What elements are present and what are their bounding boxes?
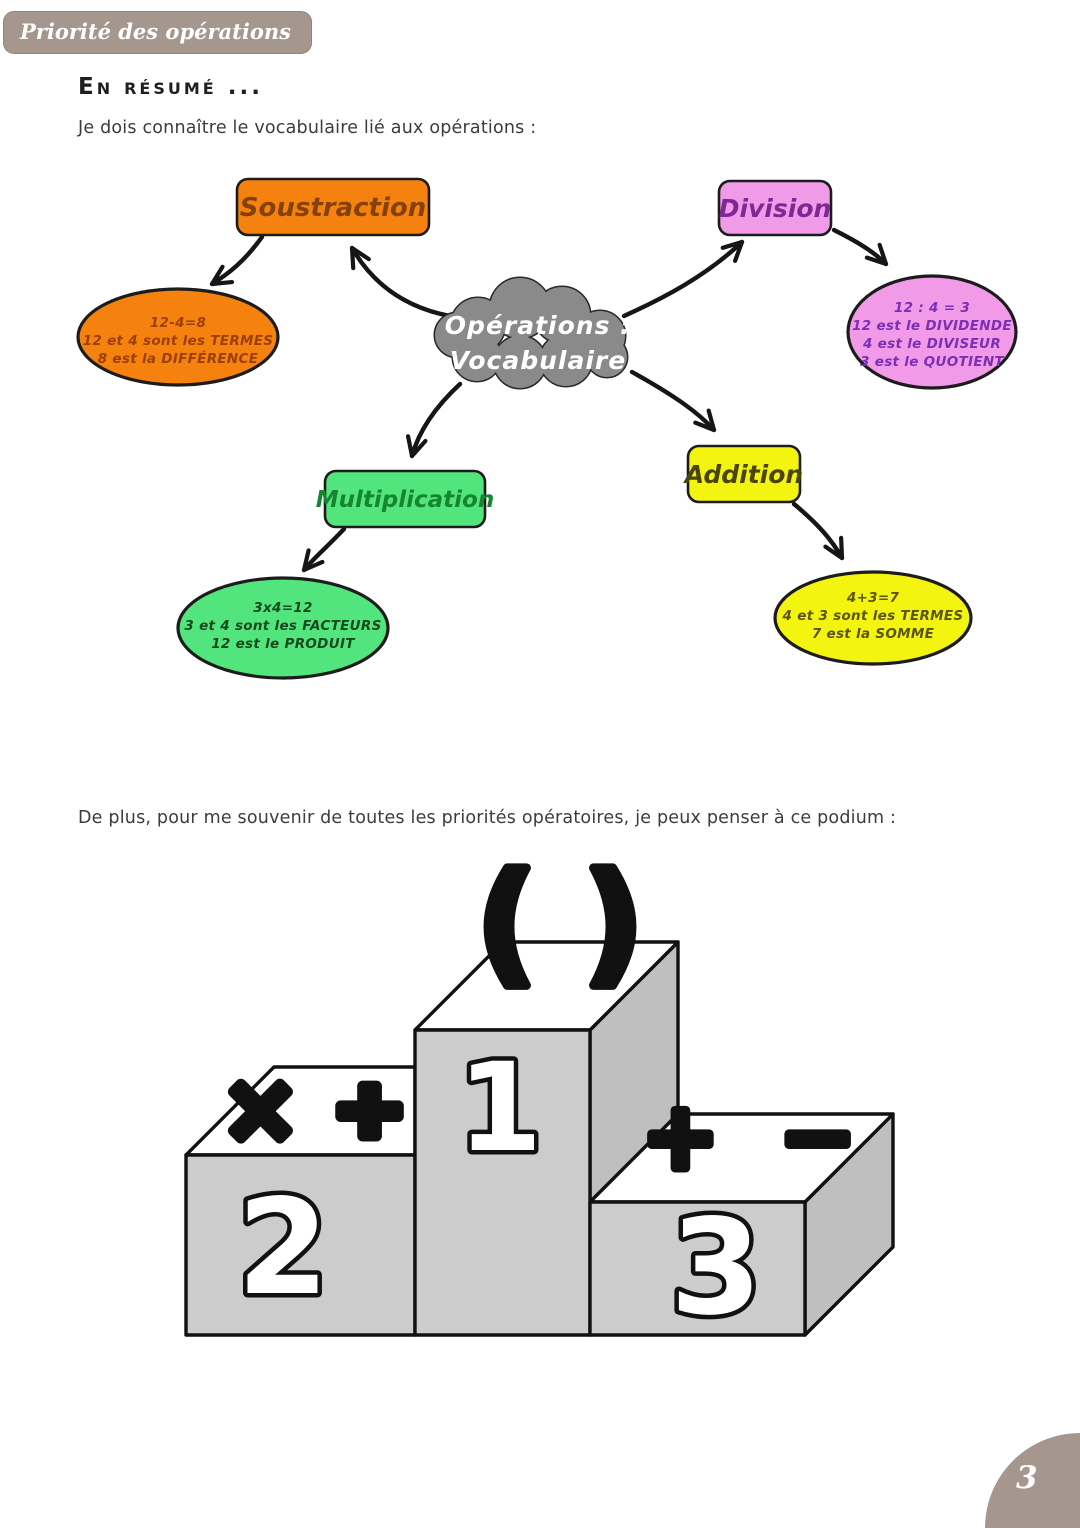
- detail-line: 4 et 3 sont les TERMES: [782, 608, 964, 624]
- detail-soustraction-ellipse: [76, 287, 280, 387]
- node-multiplication-box: [323, 469, 487, 529]
- node-soustraction-label: Soustraction: [240, 193, 427, 223]
- arrow-cloud-to-division: [621, 239, 745, 319]
- section-badge: Priorité des opérations: [3, 11, 312, 54]
- node-addition-box: [686, 444, 802, 504]
- arrow-cloud-to-multiplication: [405, 381, 463, 459]
- detail-line: 3 et 4 sont les FACTEURS: [184, 618, 381, 634]
- node-division-box: [717, 179, 833, 237]
- detail-line: 4+3=7: [846, 590, 900, 606]
- parentheses-symbol: ( ): [477, 846, 644, 1000]
- arrow-cloud-to-soustraction: [349, 245, 453, 319]
- node-multiplication-label: Multiplication: [316, 487, 494, 513]
- section-badge-label: Priorité des opérations: [20, 19, 291, 44]
- podium-drawing: [184, 940, 895, 1337]
- node-soustraction-box: [235, 177, 431, 237]
- intro-text: Je dois connaître le vocabulaire lié aux…: [78, 118, 537, 138]
- detail-line: 12 et 4 sont les TERMES: [83, 333, 274, 349]
- detail-line: 8 est la DIFFÉRENCE: [98, 350, 259, 367]
- cloud-title-line1: Opérations :: [445, 311, 631, 340]
- mindmap-ellipses: [76, 274, 1018, 680]
- detail-line: 12 est le PRODUIT: [211, 636, 356, 652]
- detail-line: 12-4=8: [150, 315, 206, 331]
- page-number: 3: [1016, 1460, 1038, 1496]
- arrow-division-to-detail: [831, 227, 889, 267]
- node-division-label: Division: [719, 194, 832, 223]
- rank-2-number: 2: [237, 1171, 329, 1325]
- mindmap-arrows: [209, 227, 889, 573]
- detail-line: 3x4=12: [253, 600, 312, 616]
- arrow-soustraction-to-detail: [209, 234, 265, 287]
- rank-3-number: 3: [670, 1191, 762, 1345]
- detail-line: 12 : 4 = 3: [894, 300, 970, 316]
- arrow-addition-to-detail: [791, 501, 845, 561]
- mindmap-box-labels: Soustraction Division Multiplication Add…: [240, 193, 832, 513]
- detail-line: 12 est le DIVIDENDE: [852, 318, 1012, 334]
- cloud-shape-fill: [435, 278, 627, 388]
- detail-addition-ellipse: [773, 570, 973, 666]
- mindmap-ellipse-texts: 12-4=8 12 et 4 sont les TERMES 8 est la …: [83, 300, 1012, 652]
- node-addition-label: Addition: [683, 460, 803, 489]
- detail-multiplication-ellipse: [176, 576, 390, 680]
- detail-line: 7 est la SOMME: [812, 626, 935, 642]
- mindmap-boxes: [235, 177, 833, 529]
- plus-minus-symbol: + −: [642, 1083, 870, 1190]
- podium-intro-text: De plus, pour me souvenir de toutes les …: [78, 808, 897, 828]
- multiply-divide-symbol: × ÷: [222, 1055, 408, 1162]
- page-title: En résumé ...: [78, 74, 263, 100]
- cloud-title-line2: Vocabulaire: [450, 346, 626, 375]
- rank-1-number: 1: [458, 1037, 543, 1179]
- detail-line: 4 est le DIVISEUR: [862, 336, 1001, 352]
- podium-step-3-front: [588, 1200, 807, 1337]
- detail-line: 3 est le QUOTIENT: [860, 354, 1005, 370]
- arrow-cloud-to-addition: [629, 369, 717, 433]
- detail-division-ellipse: [846, 274, 1018, 390]
- arrow-multiplication-to-detail: [301, 526, 347, 573]
- cloud-node: Opérations : Vocabulaire: [433, 276, 631, 390]
